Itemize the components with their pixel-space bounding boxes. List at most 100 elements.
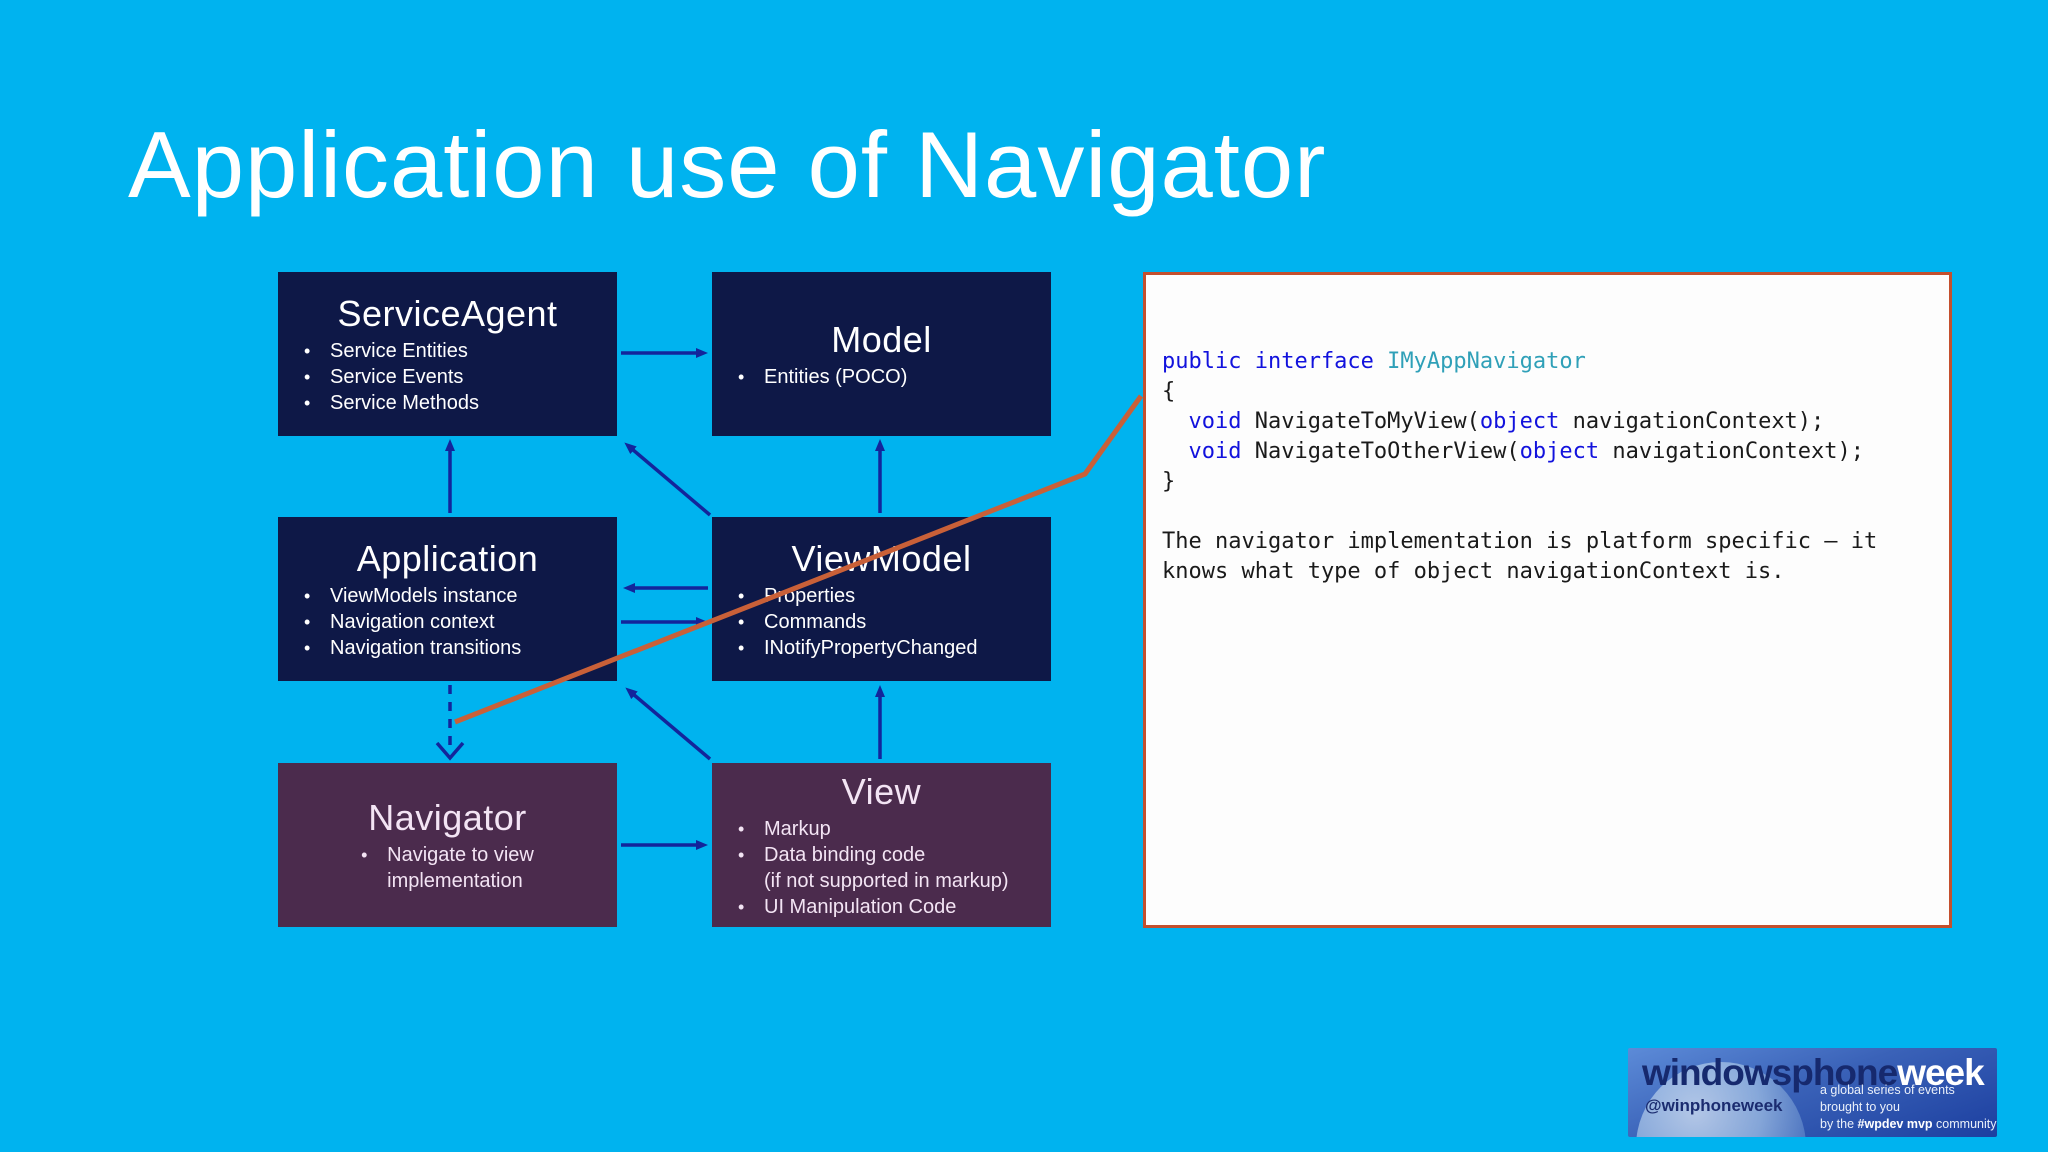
code-token: IMyAppNavigator bbox=[1387, 349, 1586, 374]
logo-brand-primary: windowsphone bbox=[1642, 1052, 1898, 1093]
bullet-text: Data binding code bbox=[764, 844, 926, 866]
bullet-dot: • bbox=[738, 845, 745, 865]
bullet-text: Service Methods bbox=[330, 392, 479, 414]
bullet-list: •ViewModels instance•Navigation context•… bbox=[278, 583, 617, 661]
bullet-item: implementation bbox=[361, 868, 534, 894]
code-token: NavigateToOtherView( bbox=[1241, 439, 1520, 464]
bullet-text: Properties bbox=[764, 585, 856, 607]
bullet-text: Service Entities bbox=[330, 340, 468, 362]
bullet-list: • Properties • Commands • INotifyPropertyChan… bbox=[712, 583, 1051, 661]
bullet-item: • Properties bbox=[738, 583, 1051, 609]
bullet-text: ViewModels instance bbox=[330, 585, 518, 607]
code-token: NavigateToMyView( bbox=[1241, 409, 1480, 434]
bullet-dot: • bbox=[304, 393, 311, 413]
bullet-item: • Entities (POCO) bbox=[738, 364, 1051, 390]
arrow-view-to-application bbox=[625, 687, 712, 761]
bullet-dot: • bbox=[304, 586, 311, 606]
bullet-dot: • bbox=[304, 638, 311, 658]
bullet-text: (if not supported in markup) bbox=[764, 870, 1009, 892]
bullet-text: Service Events bbox=[330, 366, 464, 388]
code-line: knows what type of object navigationCont… bbox=[1162, 557, 1939, 587]
code-token: { bbox=[1162, 379, 1176, 404]
box-title: ServiceAgent bbox=[337, 293, 558, 334]
box-viewmodel: ViewModel • Properties • Commands • INotifyPr… bbox=[712, 517, 1051, 681]
bullet-dot: • bbox=[738, 367, 745, 387]
bullet-item: • Service Methods bbox=[304, 390, 617, 416]
bullet-item: • Service Entities bbox=[304, 338, 617, 364]
bullet-dot: • bbox=[738, 819, 745, 839]
code-token: The navigator implementation is platform… bbox=[1162, 529, 1878, 554]
bullet-item: • Navigate to view bbox=[361, 842, 534, 868]
bullet-dot: • bbox=[304, 367, 311, 387]
bullet-dot bbox=[361, 868, 387, 894]
code-token: void bbox=[1188, 409, 1242, 434]
bullet-text: Entities (POCO) bbox=[764, 366, 908, 388]
box-title: Model bbox=[831, 319, 932, 360]
bullet-text: Markup bbox=[764, 818, 831, 840]
bullet-dot: • bbox=[738, 897, 745, 917]
bullet-text: Navigate to view bbox=[387, 844, 534, 866]
code-line: } bbox=[1162, 467, 1939, 497]
bullet-dot: • bbox=[361, 845, 368, 865]
arrowhead-navigator-open bbox=[435, 741, 465, 761]
logo-brand-secondary: week bbox=[1897, 1052, 1985, 1093]
logo-banner: windowsphoneweek @winphoneweek a global … bbox=[1628, 1048, 1997, 1137]
box-title: Navigator bbox=[368, 797, 527, 838]
bullet-dot: • bbox=[304, 612, 311, 632]
box-navigator: Navigator • Navigate to view implementatio… bbox=[278, 763, 617, 927]
box-title: ViewModel bbox=[791, 538, 972, 579]
box-title: Application bbox=[356, 538, 539, 579]
bullet-dot: • bbox=[304, 341, 311, 361]
bullet-list: • Entities (POCO) bbox=[712, 364, 1051, 390]
bullet-list: • Markup • Data binding code (if not support… bbox=[712, 816, 1051, 920]
code-token: knows what type of object navigationCont… bbox=[1162, 559, 1785, 584]
bullet-dot bbox=[738, 868, 764, 894]
bullet-item: • ViewModels instance bbox=[304, 583, 617, 609]
logo-tagline: a global series of events brought to you… bbox=[1820, 1082, 1997, 1133]
box-model: Model • Entities (POCO) bbox=[712, 272, 1051, 436]
bullet-item: (if not supported in markup) bbox=[738, 868, 1051, 894]
bullet-item: • Navigation context bbox=[304, 609, 617, 635]
page-title: Application use of Navigator bbox=[128, 111, 1327, 217]
code-panel: public interface IMyAppNavigator{ void N… bbox=[1143, 272, 1952, 928]
bullet-dot: • bbox=[738, 586, 745, 606]
bullet-item: • Markup bbox=[738, 816, 1051, 842]
logo-brand: windowsphoneweek bbox=[1642, 1052, 1985, 1094]
bullet-list: • Navigate to view implementation bbox=[361, 842, 534, 894]
logo-handle: @winphoneweek bbox=[1645, 1096, 1783, 1115]
bullet-item: • INotifyPropertyChanged bbox=[738, 635, 1051, 661]
code-line: The navigator implementation is platform… bbox=[1162, 527, 1939, 557]
box-application: Application • ViewModels instance • Navigat… bbox=[278, 517, 617, 681]
arrow-viewmodel-to-serviceagent bbox=[624, 442, 712, 517]
box-title: View bbox=[841, 771, 922, 812]
bullet-dot: • bbox=[738, 612, 745, 632]
bullet-text: INotifyPropertyChanged bbox=[764, 637, 978, 659]
bullet-text: UI Manipulation Code bbox=[764, 896, 957, 918]
code-content: public interface IMyAppNavigator{ void N… bbox=[1162, 347, 1939, 587]
bullet-list: • Service Entities • Service Events • Service… bbox=[278, 338, 617, 416]
bullet-text: Navigation context bbox=[330, 611, 495, 633]
bullet-item: • Navigation transitions bbox=[304, 635, 617, 661]
code-line: void NavigateToOtherView(object navigati… bbox=[1162, 437, 1939, 467]
box-view: View • Markup • Data binding code (if not su… bbox=[712, 763, 1051, 927]
code-token: navigationContext); bbox=[1559, 409, 1825, 434]
code-token: object bbox=[1519, 439, 1600, 464]
bullet-text: Navigation transitions bbox=[330, 637, 522, 659]
code-token bbox=[1162, 409, 1189, 434]
code-line bbox=[1162, 497, 1939, 527]
code-line: public interface IMyAppNavigator bbox=[1162, 347, 1939, 377]
bullet-item: • Commands bbox=[738, 609, 1051, 635]
code-token: navigationContext); bbox=[1599, 439, 1865, 464]
code-token: public interface bbox=[1162, 349, 1388, 374]
logo-tagline-line1: a global series of events brought to you bbox=[1820, 1083, 1955, 1114]
code-line: { bbox=[1162, 377, 1939, 407]
code-token: object bbox=[1479, 409, 1560, 434]
code-token: void bbox=[1188, 439, 1242, 464]
bullet-text: implementation bbox=[387, 870, 523, 892]
code-line: void NavigateToMyView(object navigationC… bbox=[1162, 407, 1939, 437]
bullet-dot: • bbox=[738, 638, 745, 658]
box-serviceagent: ServiceAgent • Service Entities • Service E… bbox=[278, 272, 617, 436]
logo-tagline-line2: by the #wpdev mvp community bbox=[1820, 1117, 1997, 1131]
bullet-text: Commands bbox=[764, 611, 867, 633]
